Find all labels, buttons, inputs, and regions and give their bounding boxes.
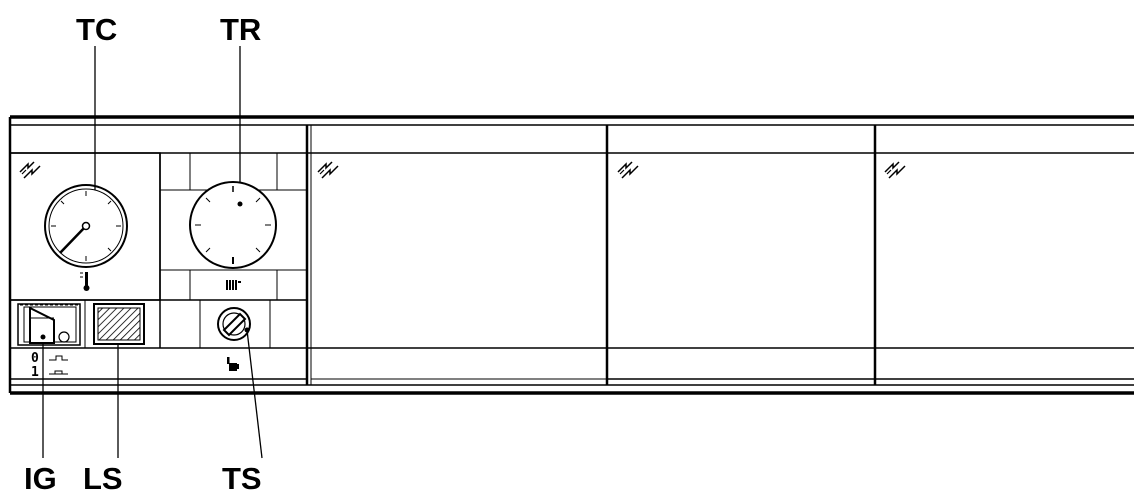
tc-gauge (44, 184, 128, 268)
callout-ig: IG (24, 461, 57, 493)
brand-logo-icon (19, 161, 41, 179)
ls-indicator-lamp (93, 303, 145, 345)
callout-ts: TS (222, 461, 262, 493)
switch-position-on: 1 (31, 365, 39, 380)
callout-tc: TC (76, 12, 117, 47)
panel-frame (8, 115, 1134, 395)
brand-logo-icon (884, 161, 906, 179)
radiator-icon (226, 280, 241, 290)
callout-tr: TR (220, 12, 261, 47)
hand-icon (227, 357, 239, 371)
thermometer-icon (80, 272, 90, 291)
tc-gauge-needle (59, 225, 87, 254)
switch-position-off: 0 (31, 351, 39, 366)
brand-logo-icon (317, 161, 339, 179)
ig-main-switch[interactable] (17, 303, 81, 346)
callout-ls: LS (83, 461, 123, 493)
switch-symbols (49, 355, 68, 375)
brand-logo-icon (617, 161, 639, 179)
ts-reset-knob[interactable] (217, 307, 251, 341)
tr-dial[interactable] (189, 181, 277, 269)
